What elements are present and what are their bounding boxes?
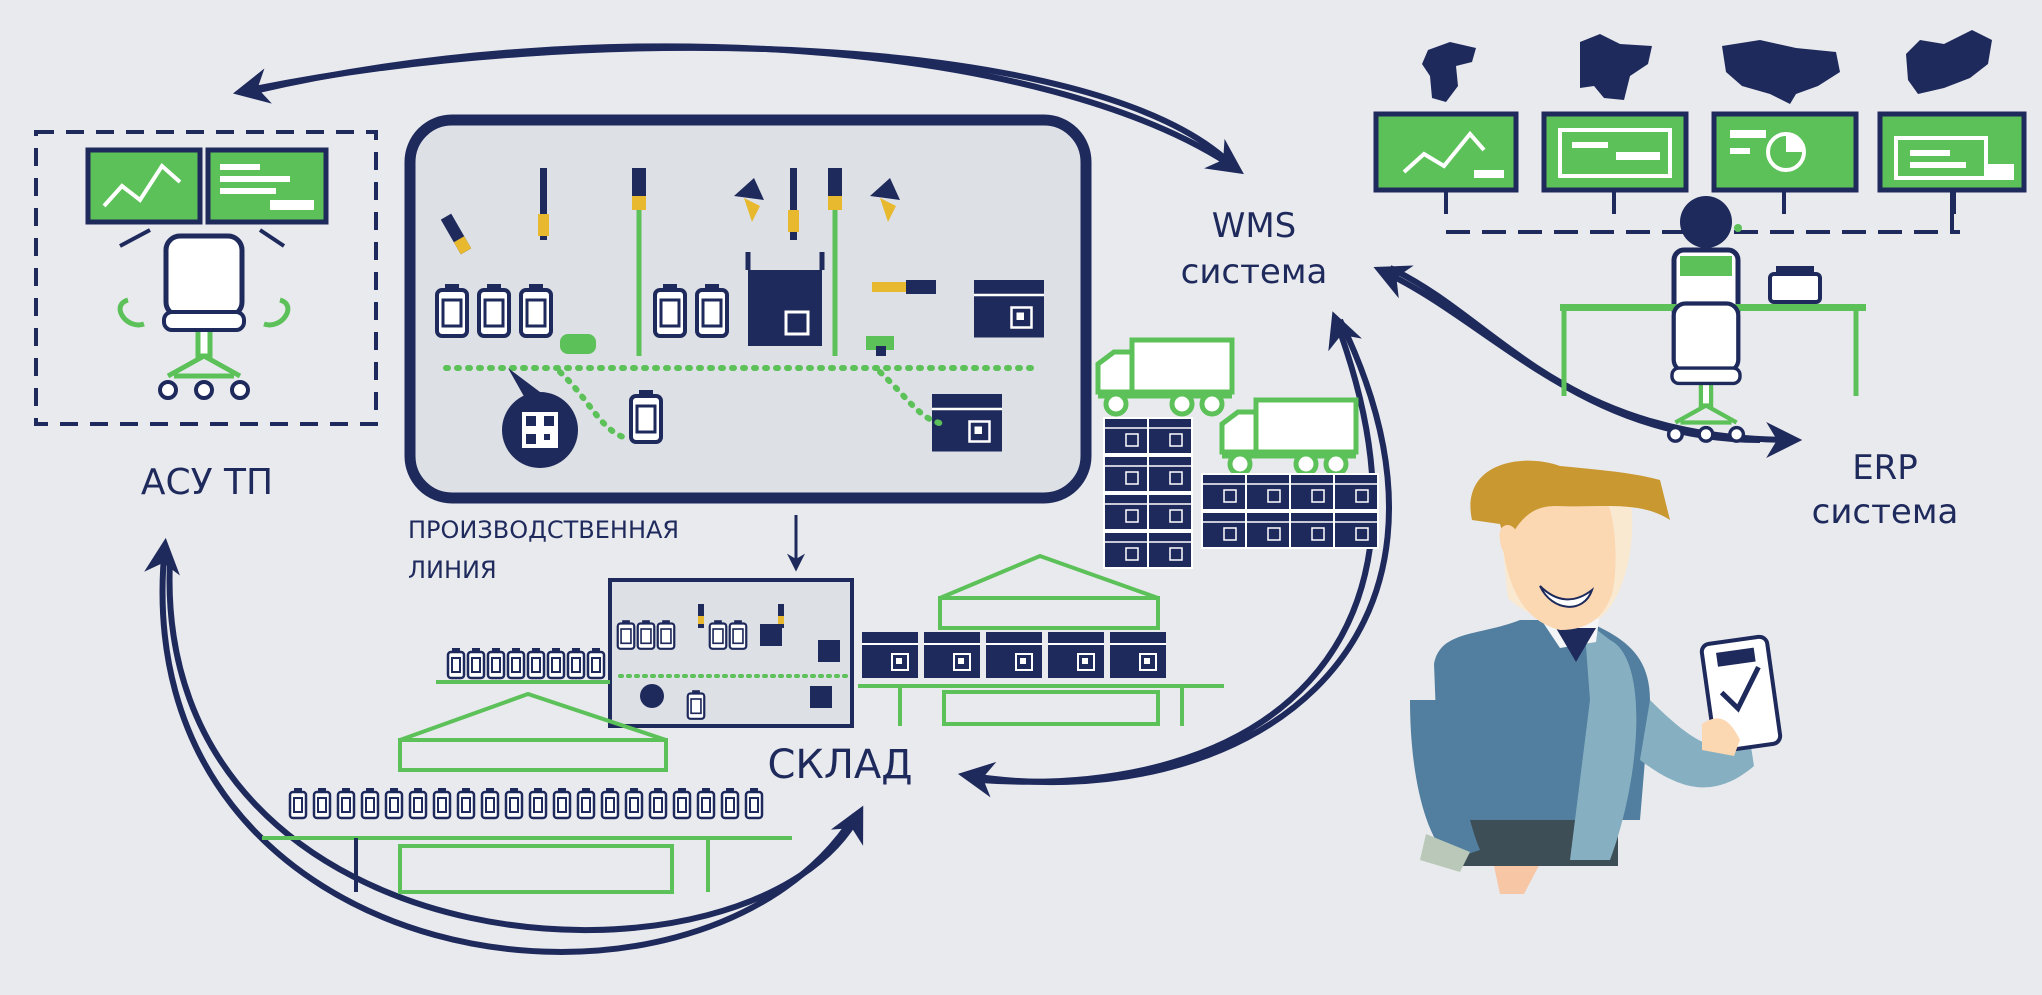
sensor-icons bbox=[440, 168, 936, 356]
monitor-chart bbox=[85, 147, 203, 225]
production-line bbox=[404, 114, 1092, 504]
bottle-row-lower bbox=[288, 786, 764, 820]
production-line-label-1: ПРОИЗВОДСТВЕННАЯ bbox=[408, 516, 680, 544]
warehouse-label: СКЛАД bbox=[767, 742, 913, 788]
monitor-table bbox=[205, 147, 329, 225]
erp-monitors bbox=[1373, 111, 2027, 193]
conveyor bbox=[443, 365, 1043, 441]
bottle-row-upper bbox=[446, 646, 606, 680]
arrow-warehouse-to-asu bbox=[144, 537, 858, 955]
production-line-label-2: ЛИНИЯ bbox=[408, 556, 497, 584]
asu-tp-label: АСУ ТП bbox=[140, 462, 274, 503]
region-maps bbox=[1422, 30, 1992, 104]
erp-label-2: система bbox=[1811, 492, 1959, 532]
wms-label-1: WMS bbox=[1211, 206, 1297, 246]
arrow-asu-to-warehouse bbox=[166, 559, 864, 934]
arrow-warehouse-to-wms bbox=[979, 311, 1376, 785]
phone-icon bbox=[1768, 272, 1822, 304]
erp-label-1: ERP bbox=[1852, 448, 1918, 488]
boxes bbox=[745, 252, 1046, 453]
operator-head bbox=[1680, 196, 1732, 248]
flow-arrows bbox=[144, 43, 1803, 955]
erp-station bbox=[1373, 30, 2027, 441]
person-with-phone bbox=[1410, 460, 1783, 894]
warehouse bbox=[262, 553, 1224, 894]
arrow-asu-to-wms bbox=[249, 43, 1244, 175]
wms-label-2: система bbox=[1180, 252, 1328, 292]
asu-tp-station bbox=[34, 130, 378, 426]
